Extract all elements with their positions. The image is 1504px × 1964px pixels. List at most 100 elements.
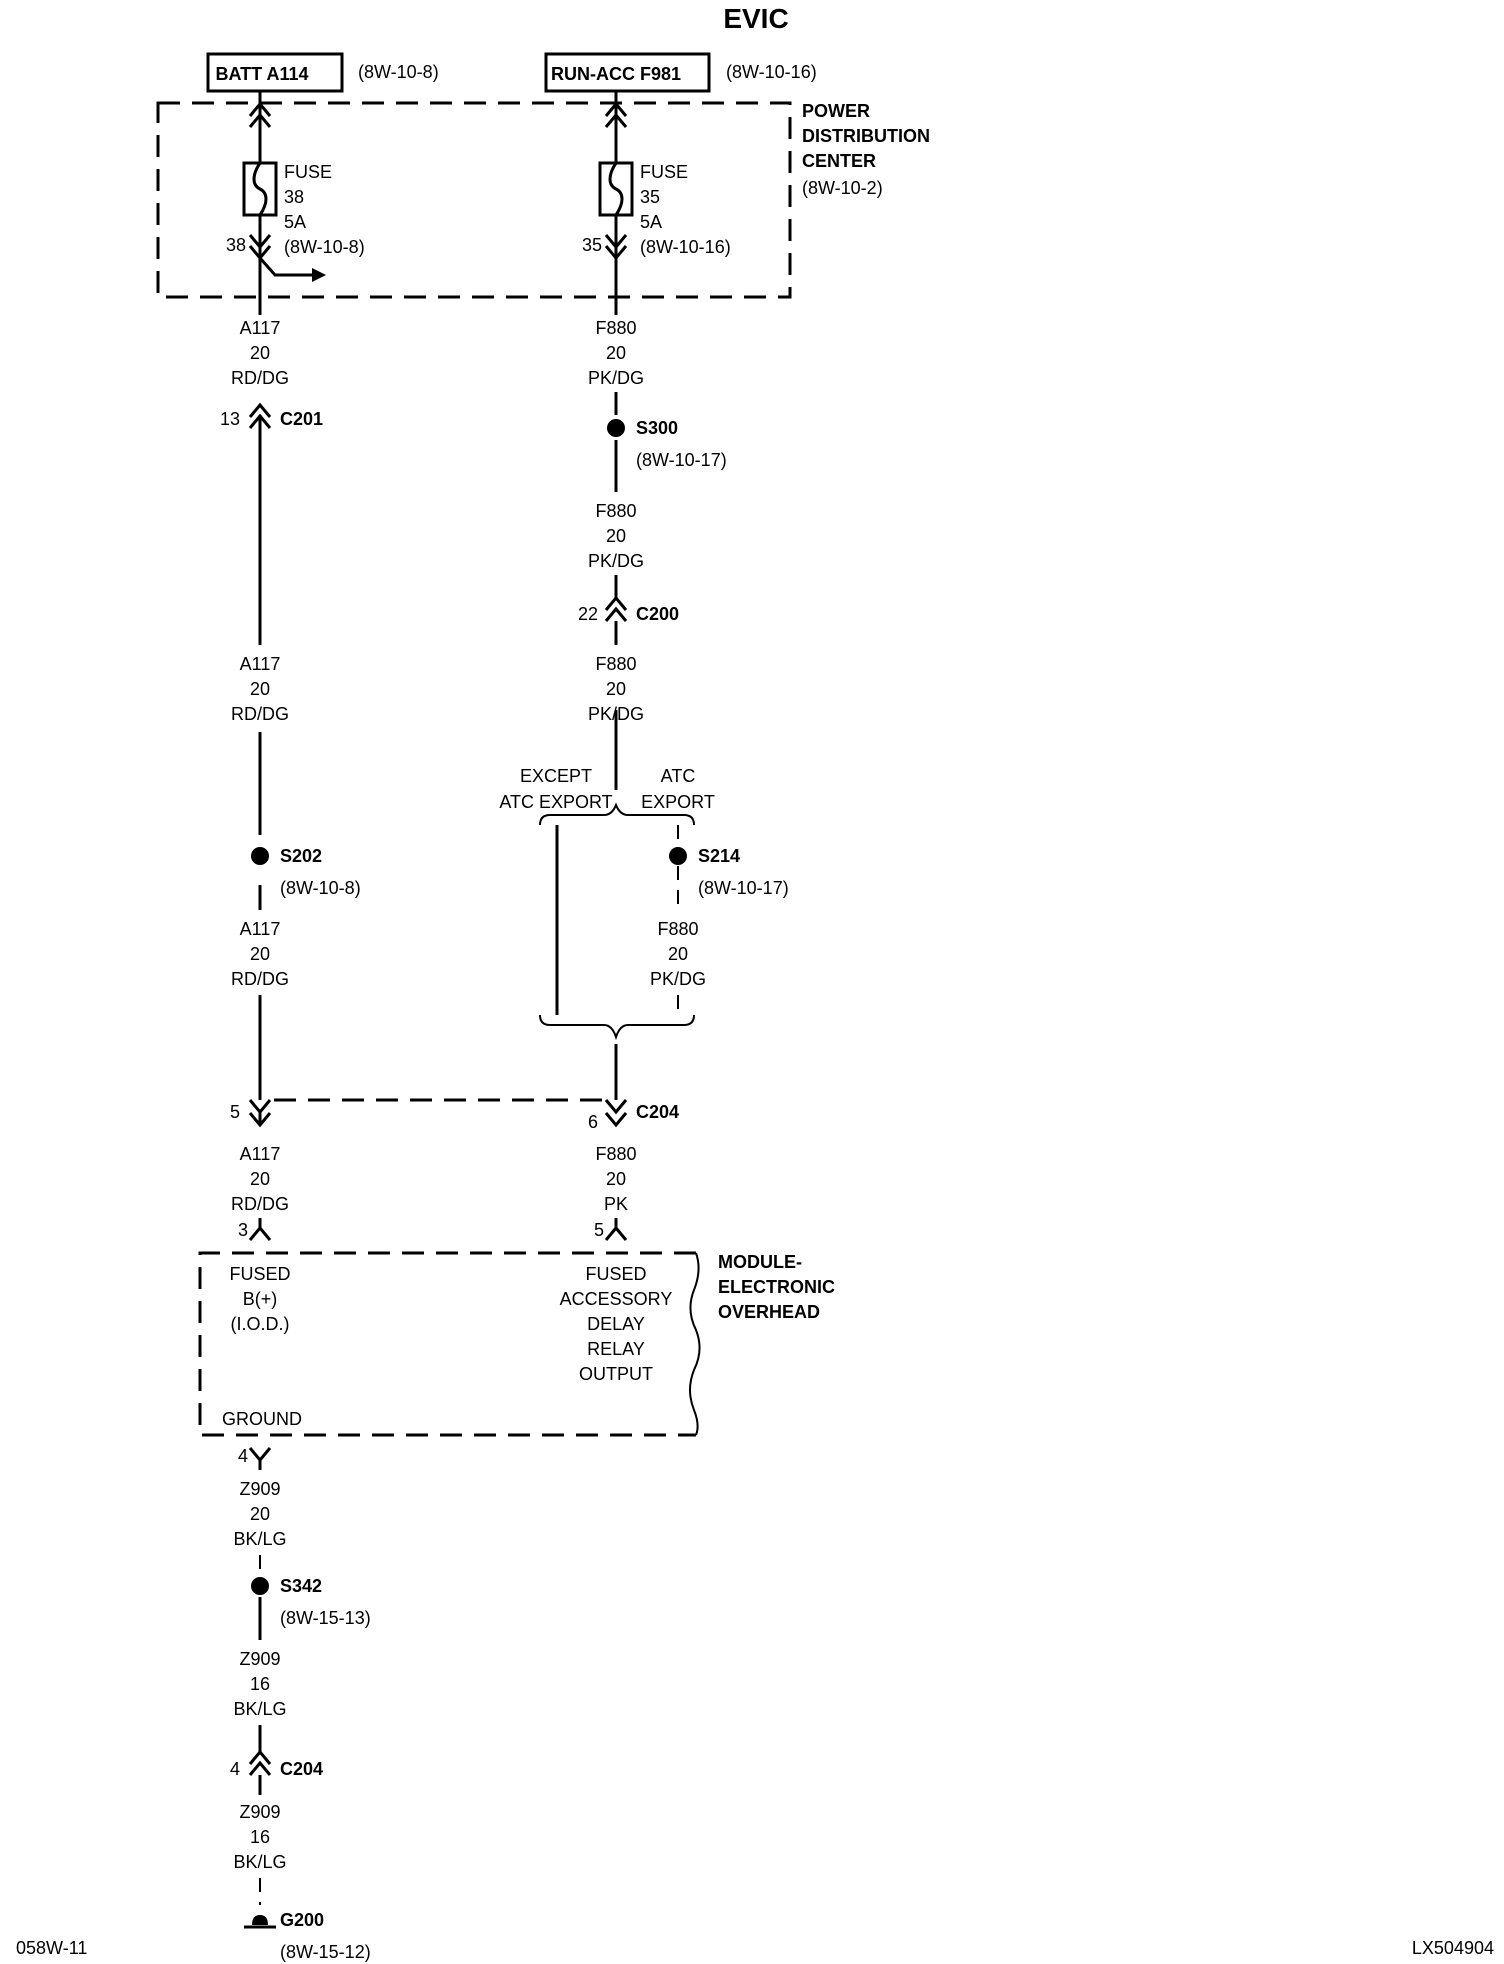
fuse-38-cavity: 38 [226,235,246,255]
svg-text:20: 20 [606,1169,626,1189]
wire-label-z909-16-1: Z909 16 BK/LG [233,1649,286,1719]
svg-text:RD/DG: RD/DG [231,704,289,724]
run-acc-source-label: RUN-ACC F981 [551,64,681,84]
footer-left-code: 058W-11 [16,1938,87,1958]
c201-pin: 13 [220,409,240,429]
s342-ref: (8W-15-13) [280,1608,371,1628]
svg-text:RD/DG: RD/DG [231,1194,289,1214]
svg-text:BK/LG: BK/LG [233,1529,286,1549]
s300-name: S300 [636,418,678,438]
wire-label-z909-16-2: Z909 16 BK/LG [233,1802,286,1872]
wire-label-f880-pk: F880 20 PK [595,1144,636,1214]
s202-name: S202 [280,846,322,866]
footer-right-code: LX504904 [1412,1938,1494,1958]
s342-splice-dot [251,1577,269,1595]
module-pin-5-icon [604,1218,628,1241]
c201-name: C201 [280,409,323,429]
svg-text:B(+): B(+) [243,1289,278,1309]
svg-text:Z909: Z909 [239,1802,280,1822]
run-acc-source-box [544,52,711,93]
svg-text:DELAY: DELAY [587,1314,645,1334]
fuse-38-word: FUSE [284,162,332,182]
svg-text:RD/DG: RD/DG [231,368,289,388]
svg-text:RD/DG: RD/DG [231,969,289,989]
s202-ref: (8W-10-8) [280,878,361,898]
module-pin-ground: 4 [238,1446,248,1466]
wire-label-f880-3: F880 20 PK/DG [588,654,644,724]
svg-text:ELECTRONIC: ELECTRONIC [718,1277,835,1297]
g200-name: G200 [280,1910,324,1930]
wire-label-a117-1: A117 20 RD/DG [231,318,289,388]
c204-bottom-name: C204 [280,1759,323,1779]
svg-text:F880: F880 [657,919,698,939]
svg-text:EXCEPT: EXCEPT [520,766,592,786]
svg-text:20: 20 [250,679,270,699]
svg-text:DISTRIBUTION: DISTRIBUTION [802,126,930,146]
fuse-35-icon [598,101,634,261]
c204-left-connector-icon [248,1099,272,1128]
pdc-boundary [156,101,792,299]
c204-bottom-connector-icon [248,1749,272,1776]
run-acc-source-ref: (8W-10-16) [726,62,817,82]
svg-text:RELAY: RELAY [587,1339,645,1359]
batt-source-ref: (8W-10-8) [358,62,439,82]
svg-text:BK/LG: BK/LG [233,1852,286,1872]
svg-text:PK: PK [604,1194,628,1214]
except-atc-export-label: EXCEPT ATC EXPORT [499,766,612,812]
svg-text:F880: F880 [595,1144,636,1164]
module-ground-label: GROUND [222,1409,302,1429]
svg-text:EXPORT: EXPORT [641,792,715,812]
svg-text:BK/LG: BK/LG [233,1699,286,1719]
c204-right-connector-icon [604,1099,628,1128]
svg-text:20: 20 [606,679,626,699]
module-pin-left: 3 [238,1220,248,1240]
svg-text:(I.O.D.): (I.O.D.) [231,1314,290,1334]
s300-ref: (8W-10-17) [636,450,727,470]
svg-text:A117: A117 [240,919,281,939]
fuse-35-ref: (8W-10-16) [640,237,731,257]
svg-text:A117: A117 [240,654,281,674]
svg-text:20: 20 [250,1504,270,1524]
s300-splice-dot [607,419,625,437]
batt-source-label: BATT A114 [215,64,308,84]
svg-text:FUSED: FUSED [585,1264,646,1284]
svg-text:FUSED: FUSED [229,1264,290,1284]
g200-ref: (8W-15-12) [280,1942,371,1962]
fuse-38-ref: (8W-10-8) [284,237,365,257]
svg-text:16: 16 [250,1674,270,1694]
c200-connector-icon [604,595,628,622]
svg-text:F880: F880 [595,501,636,521]
batt-source-box [206,52,344,93]
svg-text:20: 20 [250,1169,270,1189]
module-accessory-output-label: FUSED ACCESSORY DELAY RELAY OUTPUT [560,1264,673,1384]
svg-text:20: 20 [668,944,688,964]
pdc-label: POWER DISTRIBUTION CENTER (8W-10-2) [802,101,930,198]
svg-text:ACCESSORY: ACCESSORY [560,1289,673,1309]
fuse-35-word: FUSE [640,162,688,182]
wire-label-a117-4: A117 20 RD/DG [231,1144,289,1214]
module-name: MODULE- ELECTRONIC OVERHEAD [718,1252,835,1322]
svg-text:OVERHEAD: OVERHEAD [718,1302,820,1322]
svg-text:ATC EXPORT: ATC EXPORT [499,792,612,812]
svg-text:A117: A117 [240,318,281,338]
svg-text:16: 16 [250,1827,270,1847]
s342-name: S342 [280,1576,322,1596]
wire-label-f880-2: F880 20 PK/DG [588,501,644,571]
svg-text:F880: F880 [595,318,636,338]
s214-name: S214 [698,846,740,866]
svg-text:ATC: ATC [661,766,696,786]
fuse-35-amperage: 5A [640,212,662,232]
option-brace-top [539,802,695,826]
c200-name: C200 [636,604,679,624]
svg-text:A117: A117 [240,1144,281,1164]
s214-splice-dot [669,847,687,865]
ground-icon [244,1915,276,1929]
svg-text:20: 20 [606,343,626,363]
svg-text:20: 20 [250,343,270,363]
svg-text:OUTPUT: OUTPUT [579,1364,653,1384]
svg-text:Z909: Z909 [239,1649,280,1669]
svg-text:CENTER: CENTER [802,151,876,171]
fuse-38-icon [242,101,326,282]
svg-text:PK/DG: PK/DG [588,551,644,571]
